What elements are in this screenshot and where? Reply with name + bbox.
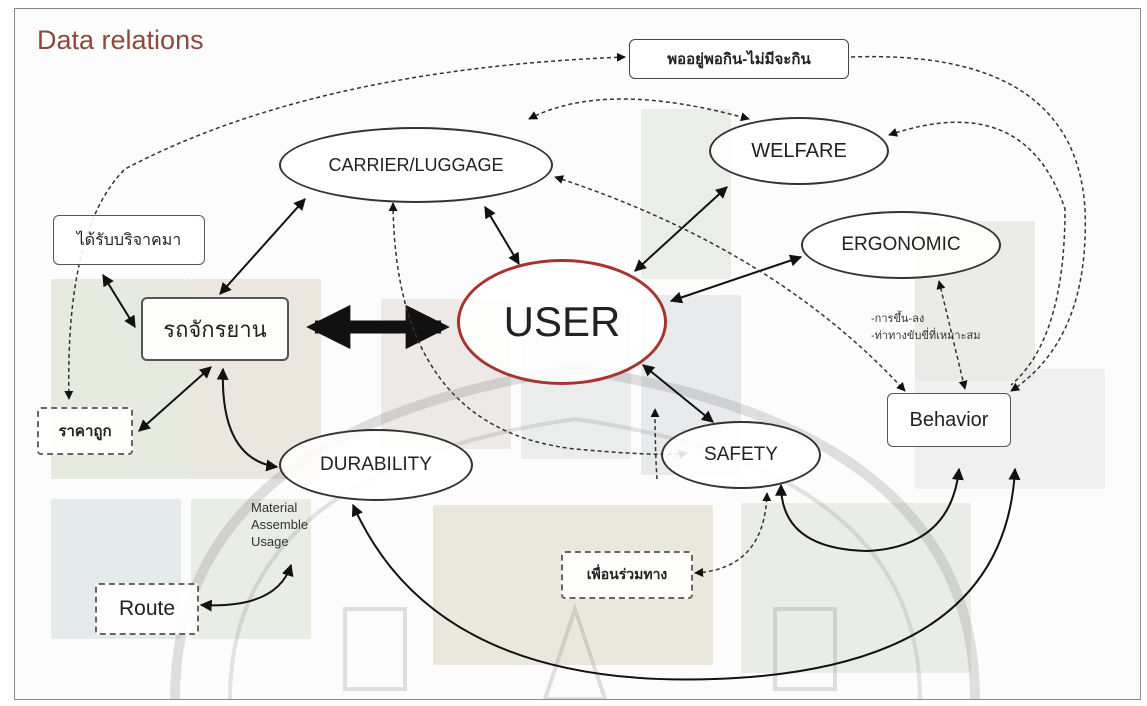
behavior-node: Behavior (887, 393, 1011, 447)
link-sufficient-behavior (850, 55, 1087, 392)
link-ergonomic-behavior (936, 280, 968, 390)
welfare-node: WELFARE (709, 117, 889, 185)
durability-label: DURABILITY (320, 454, 432, 475)
link-companion-safety (694, 492, 772, 578)
link-carrier-bicycle (219, 198, 306, 295)
sufficient-node: พออยู่พอกิน-ไม่มีจะกิน (629, 39, 849, 79)
link-user-safety (642, 364, 714, 423)
route-label: Route (118, 597, 176, 620)
link-ergonomic-user (669, 254, 803, 304)
durability-node: DURABILITY (279, 429, 473, 501)
cheap-node: ราคาถูก (37, 407, 133, 455)
slide-frame: Data relations พออยู่พอกิน-ไม่มีจะกิน CA… (14, 8, 1141, 700)
bicycle-node: รถจักรยาน (141, 297, 289, 361)
sufficient-label: พออยู่พอกิน-ไม่มีจะกิน (667, 51, 811, 68)
bicycle-label: รถจักรยาน (163, 316, 267, 342)
relation-links (64, 52, 1087, 681)
durability-details-note: Material Assemble Usage (251, 500, 309, 549)
link-route-durability (199, 563, 294, 612)
behavior-label: Behavior (909, 408, 989, 431)
link-safety-behavior (775, 467, 964, 553)
ergonomic-details-note: -การขึ้น-ลง -ท่าทางขับขี่ที่เหมาะสม (871, 313, 981, 342)
ergonomic-label: ERGONOMIC (841, 234, 961, 255)
link-carrier-welfare (528, 98, 750, 122)
link-durability-behavior (351, 467, 1021, 681)
link-cheap-bicycle (138, 366, 212, 432)
cheap-label: ราคาถูก (58, 423, 112, 440)
donated-label: ได้รับบริจาคมา (76, 231, 182, 249)
carrier-label: CARRIER/LUGGAGE (328, 154, 504, 175)
safety-node: SAFETY (661, 421, 821, 489)
donated-node: ได้รับบริจาคมา (53, 215, 205, 265)
carrier-node: CARRIER/LUGGAGE (279, 127, 553, 203)
user-node: USER (457, 259, 667, 385)
link-carrier-user (484, 205, 520, 266)
link-carrier-behavior (554, 175, 906, 392)
ergonomic-node: ERGONOMIC (801, 211, 1001, 279)
link-carrier-safety (388, 202, 688, 459)
link-safety-user (650, 408, 660, 480)
link-sufficient-welfare (64, 52, 626, 400)
slide-title: Data relations (37, 25, 204, 55)
welfare-label: WELFARE (751, 139, 847, 162)
companion-label: เพื่อนร่วมทาง (586, 566, 668, 582)
user-label: USER (503, 298, 621, 345)
safety-label: SAFETY (704, 444, 778, 465)
route-node: Route (95, 583, 199, 635)
link-bicycle-durability (216, 367, 279, 472)
companion-node: เพื่อนร่วมทาง (561, 551, 693, 599)
link-donated-bicycle (102, 273, 136, 329)
background-photo (741, 503, 971, 673)
link-welfare-user (634, 186, 728, 272)
link-welfare-behavior (888, 121, 1066, 386)
